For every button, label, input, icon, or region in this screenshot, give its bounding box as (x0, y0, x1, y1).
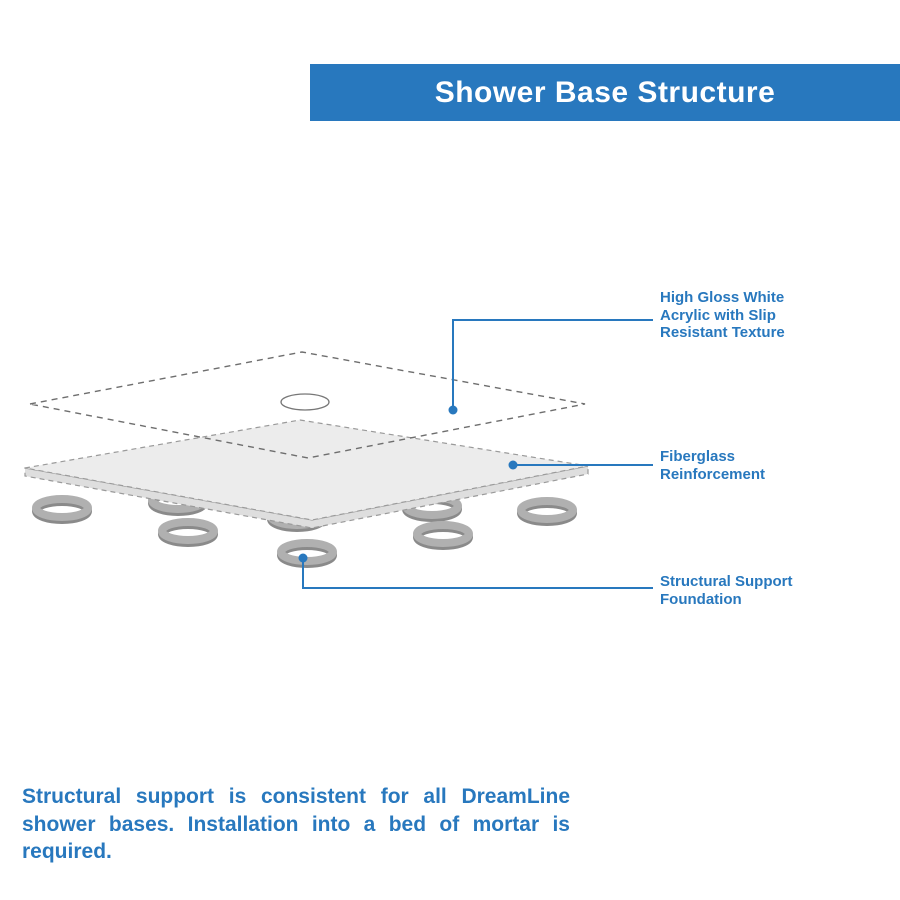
support-ring (277, 539, 337, 568)
label-acrylic: High Gloss White Acrylic with Slip Resis… (660, 289, 785, 342)
callout-dot-foundation (298, 553, 308, 563)
support-ring (413, 521, 473, 550)
callout-line-acrylic (452, 319, 653, 410)
callout-line-foundation (302, 558, 653, 589)
fiberglass-layer (24, 419, 589, 529)
page-title: Shower Base Structure (434, 75, 776, 109)
footer-note: Structural support is consistent for all… (22, 785, 570, 864)
label-foundation: Structural Support Foundation (660, 573, 793, 608)
title-banner: Shower Base Structure (310, 64, 900, 121)
acrylic-layer (29, 351, 586, 459)
callout-foundation (298, 553, 653, 589)
fiberglass-layer-top (24, 419, 589, 521)
label-fiberglass: Fiberglass Reinforcement (660, 448, 766, 483)
support-ring (517, 497, 577, 526)
callout-acrylic (448, 319, 653, 415)
support-ring (32, 495, 92, 524)
callout-dot-acrylic (448, 405, 458, 415)
support-ring (158, 518, 218, 547)
drain-hole (280, 393, 330, 411)
acrylic-layer-outline (29, 351, 586, 459)
callout-dot-fiberglass (508, 460, 518, 470)
callout-fiberglass (508, 460, 653, 470)
